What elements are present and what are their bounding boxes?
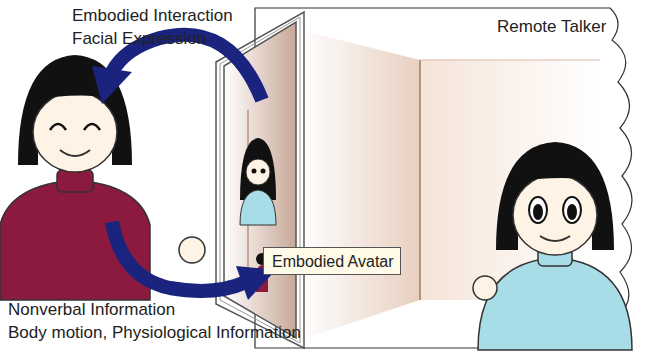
caption-label: Embodied Interaction	[72, 6, 233, 26]
remote-talker-figure	[473, 142, 632, 350]
caption-label: Facial Expression	[72, 29, 206, 49]
room-edge	[420, 60, 600, 61]
caption-label: Remote Talker	[497, 17, 606, 37]
flow-arrow	[112, 222, 276, 300]
caption-label: Body motion, Physiological Information	[8, 323, 301, 343]
caption-label: Nonverbal Information	[8, 300, 175, 320]
room-corner	[419, 60, 421, 300]
local-user-figure	[0, 55, 205, 300]
avatar-label-box: Embodied Avatar	[263, 247, 401, 275]
box-text: Embodied Avatar	[272, 252, 392, 271]
display-screen	[216, 12, 304, 348]
room-left-wall	[300, 30, 420, 340]
